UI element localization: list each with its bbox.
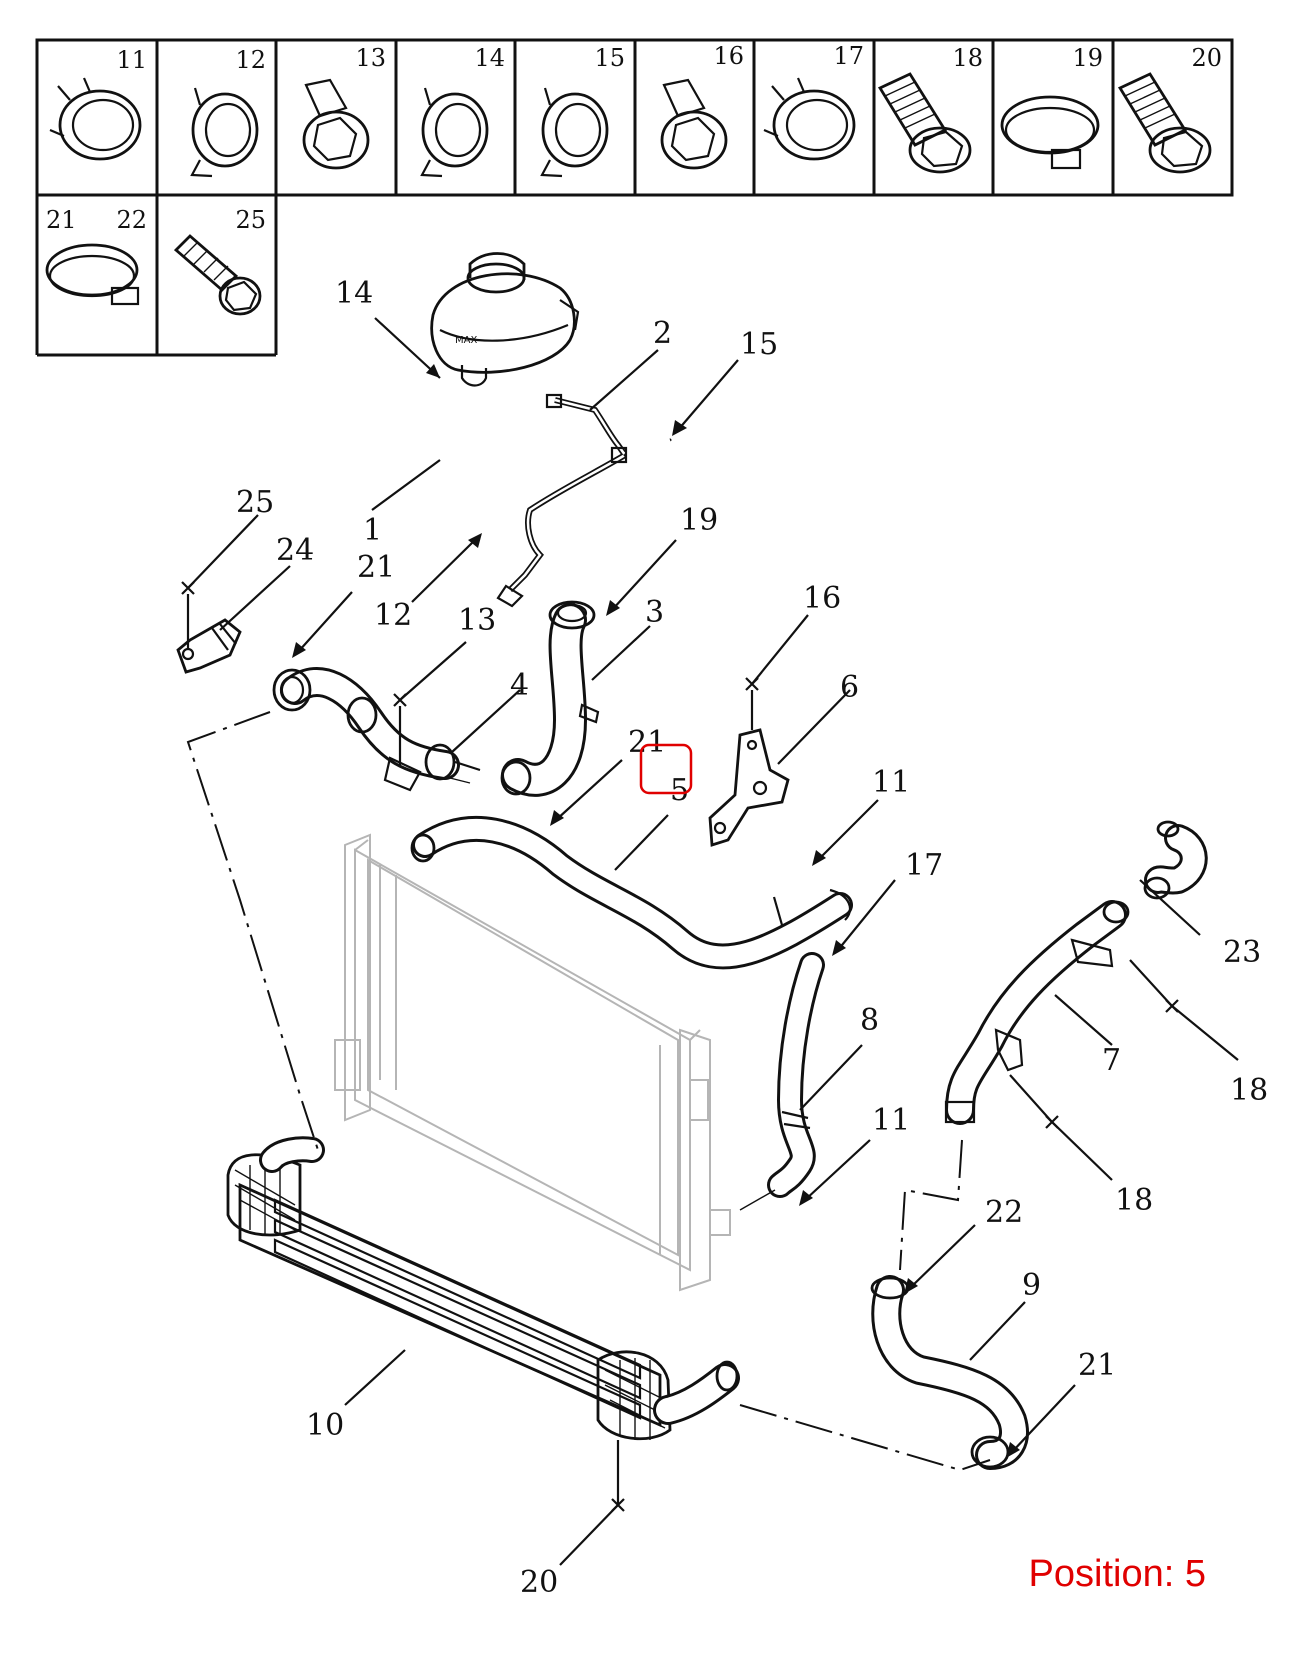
- callout-17[interactable]: 17: [905, 848, 943, 883]
- legend-num-21: 21: [46, 206, 77, 234]
- legend-num-16: 16: [713, 42, 744, 70]
- legend-num-22: 22: [116, 206, 147, 234]
- legend-num-17: 17: [833, 42, 864, 70]
- spring-clip-icon: [763, 77, 856, 161]
- hose-3: [500, 600, 600, 797]
- position-label: Position: 5: [1028, 1553, 1206, 1595]
- callout-9[interactable]: 9: [1022, 1268, 1041, 1303]
- callout-18-upper[interactable]: 18: [1230, 1073, 1268, 1108]
- callout-24[interactable]: 24: [276, 533, 314, 568]
- tank-max-marking: MAX: [455, 335, 477, 346]
- spring-clip-icon: [190, 87, 259, 178]
- flange-bolt-icon: [173, 234, 262, 316]
- legend-num-18: 18: [952, 44, 983, 72]
- callout-22[interactable]: 22: [985, 1195, 1023, 1230]
- callout-21-lower[interactable]: 21: [1078, 1348, 1116, 1383]
- assembly-lines: [186, 711, 991, 1472]
- callout-18-lower[interactable]: 18: [1115, 1183, 1153, 1218]
- pipe-2: [496, 393, 672, 608]
- spring-clip-icon: [49, 77, 142, 161]
- callout-14[interactable]: 14: [335, 276, 373, 311]
- legend-num-12: 12: [235, 46, 266, 74]
- elbow-23: [1143, 820, 1208, 900]
- callout-8[interactable]: 8: [860, 1003, 879, 1038]
- bolt-icon: [302, 78, 370, 170]
- legend-grid: [35, 38, 1234, 357]
- callout-1[interactable]: 1: [363, 513, 382, 548]
- pipe-7: [944, 900, 1130, 1125]
- sensor-24: [176, 618, 242, 674]
- callout-6[interactable]: 6: [840, 670, 859, 705]
- callout-11-lower[interactable]: 11: [872, 1103, 910, 1138]
- highlight-marker: [639, 743, 693, 795]
- callout-5[interactable]: 5: [670, 773, 689, 808]
- callout-2[interactable]: 2: [653, 316, 672, 351]
- hose-8: [767, 952, 825, 1198]
- callout-23[interactable]: 23: [1223, 935, 1261, 970]
- legend-num-14: 14: [474, 44, 505, 72]
- intercooler-10: [226, 1136, 740, 1441]
- hose-1: [419, 390, 479, 525]
- callout-11-upper[interactable]: 11: [872, 765, 910, 800]
- radiator: [334, 833, 731, 1292]
- expansion-tank: MAX: [430, 252, 580, 387]
- hose-5: [410, 815, 853, 970]
- hose-clamp-icon: [45, 243, 140, 306]
- callout-16[interactable]: 16: [803, 581, 841, 616]
- leader-lines: [181, 317, 1239, 1566]
- callout-15[interactable]: 15: [740, 327, 778, 362]
- legend-num-19: 19: [1072, 44, 1103, 72]
- hose-4: [272, 667, 481, 792]
- callout-7[interactable]: 7: [1102, 1043, 1121, 1078]
- spring-clip-icon: [540, 87, 609, 178]
- callout-19[interactable]: 19: [680, 503, 718, 538]
- flange-bolt-icon: [1117, 72, 1212, 174]
- legend-num-13: 13: [355, 44, 386, 72]
- callout-13[interactable]: 13: [458, 603, 496, 638]
- hose-clamp-icon: [1000, 95, 1100, 170]
- callout-labels: 14 2 15 25 24 1 21 12 19 13 3 16 4 6 21 …: [236, 276, 1268, 1600]
- legend-num-20: 20: [1191, 44, 1222, 72]
- hose-9: [870, 1275, 1029, 1470]
- callout-4[interactable]: 4: [510, 668, 529, 703]
- bracket-6: [708, 728, 790, 847]
- legend-icons: [45, 72, 1212, 316]
- callout-10[interactable]: 10: [306, 1408, 344, 1443]
- callout-12[interactable]: 12: [374, 598, 412, 633]
- legend-numbers: 11 12 13 14 15 16 17 18 19 20 21 22 25: [46, 42, 1222, 234]
- callout-25[interactable]: 25: [236, 485, 274, 520]
- legend-num-25: 25: [235, 206, 266, 234]
- flange-bolt-icon: [877, 72, 972, 174]
- callout-3[interactable]: 3: [645, 595, 664, 630]
- legend-num-15: 15: [594, 44, 625, 72]
- callout-21-middle[interactable]: 21: [628, 725, 666, 760]
- callout-20[interactable]: 20: [520, 1565, 558, 1600]
- bolt-icon: [660, 78, 728, 170]
- legend-num-11: 11: [116, 46, 147, 74]
- spring-clip-icon: [420, 87, 489, 178]
- callout-21-upper[interactable]: 21: [357, 550, 395, 585]
